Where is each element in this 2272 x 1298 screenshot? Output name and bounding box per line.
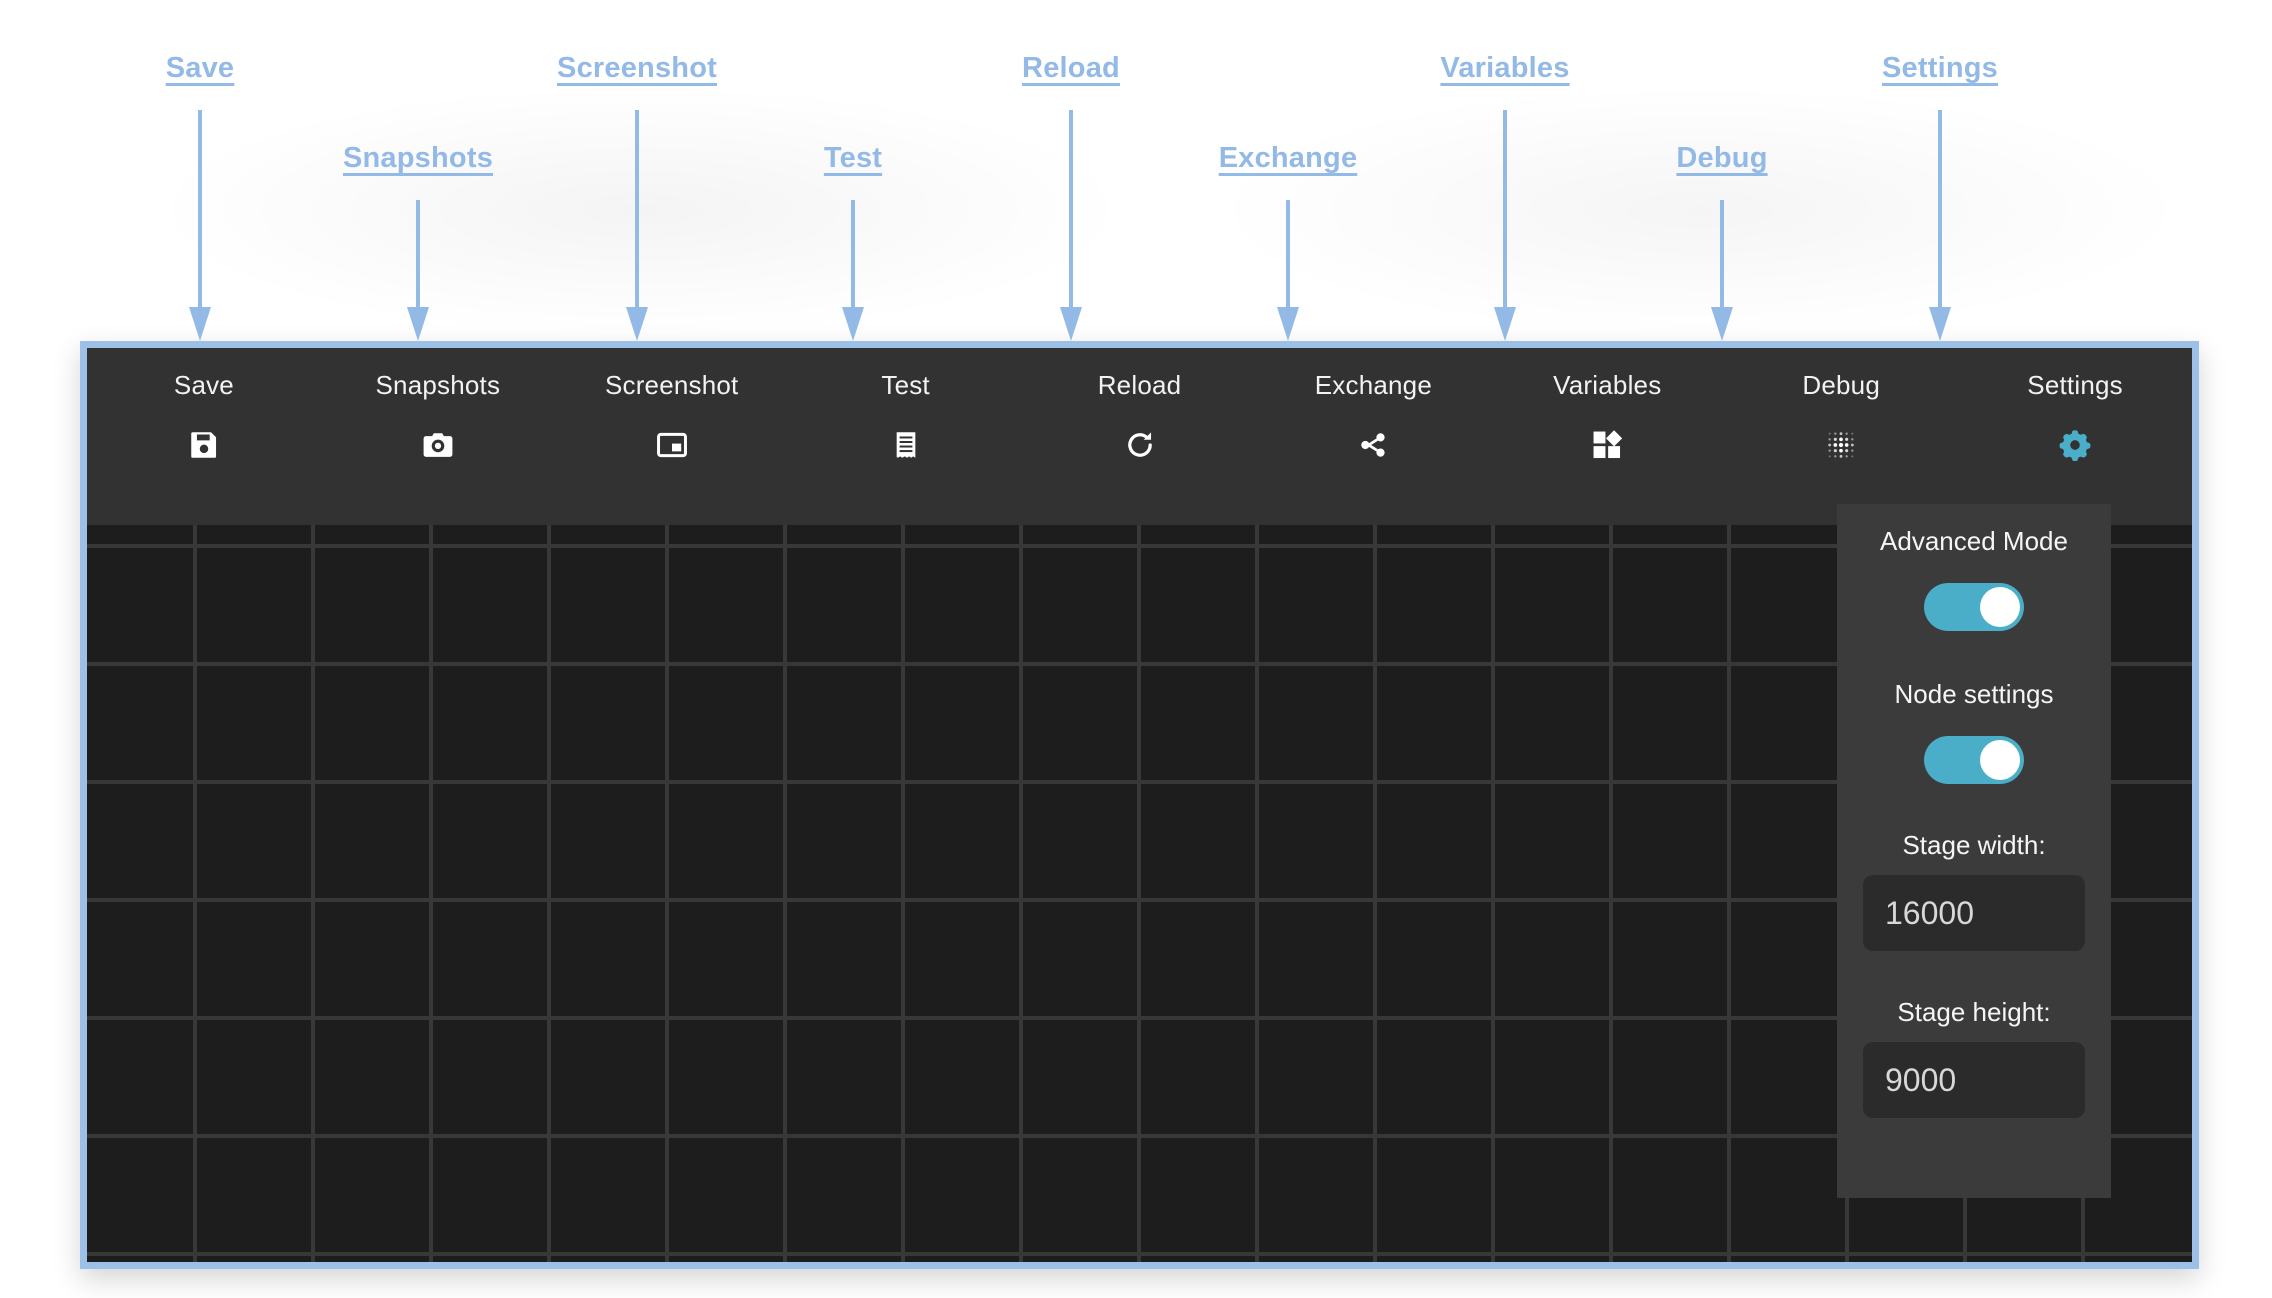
floppy-disk-icon[interactable] <box>186 427 222 463</box>
share-nodes-icon[interactable] <box>1355 427 1391 463</box>
toggle-knob <box>1980 740 2020 780</box>
annotation-label-reload: Reload <box>1022 52 1120 84</box>
toolbar-label: Reload <box>1097 370 1182 400</box>
annotation-label-exchange: Exchange <box>1218 142 1358 174</box>
annotation-label-snapshots: Snapshots <box>342 142 494 174</box>
app-window: Save Snapshots Screenshot Test Reload Exchang… <box>80 341 2199 1269</box>
annotation-label-save: Save <box>165 52 235 84</box>
annotation-label-variables: Variables <box>1440 52 1570 84</box>
annotation-label-screenshot: Screenshot <box>557 52 717 84</box>
toolbar-label: Exchange <box>1314 370 1433 400</box>
gear-icon[interactable] <box>2057 427 2093 463</box>
annotation-arrow-snapshots <box>403 200 433 341</box>
stage-width-input[interactable] <box>1863 875 2085 951</box>
annotation-label-test: Test <box>823 142 883 174</box>
toolbar-button-test[interactable]: Test <box>789 348 1023 525</box>
annotation-arrow-variables <box>1490 110 1520 341</box>
toolbar-button-settings[interactable]: Settings <box>1958 348 2192 525</box>
toolbar-button-variables[interactable]: Variables <box>1490 348 1724 525</box>
stage-width-label: Stage width: <box>1902 830 2046 860</box>
annotation-arrow-test <box>838 200 868 341</box>
toolbar-button-exchange[interactable]: Exchange <box>1256 348 1490 525</box>
annotation-label-debug: Debug <box>1676 142 1768 174</box>
node-settings-label: Node settings <box>1894 679 2054 709</box>
toolbar-label: Screenshot <box>604 370 739 400</box>
annotation-arrow-settings <box>1925 110 1955 341</box>
toolbar: Save Snapshots Screenshot Test Reload Exchang… <box>87 348 2192 525</box>
toolbar-button-screenshot[interactable]: Screenshot <box>555 348 789 525</box>
annotation-arrow-save <box>185 110 215 341</box>
annotation-arrow-exchange <box>1273 200 1303 341</box>
toolbar-button-snapshots[interactable]: Snapshots <box>321 348 555 525</box>
toolbar-button-debug[interactable]: Debug <box>1724 348 1958 525</box>
receipt-list-icon[interactable] <box>888 427 924 463</box>
toolbar-label: Test <box>881 370 930 400</box>
toolbar-label: Debug <box>1802 370 1880 400</box>
toolbar-label: Settings <box>2027 370 2123 400</box>
toolbar-button-reload[interactable]: Reload <box>1023 348 1257 525</box>
annotation-arrow-debug <box>1707 200 1737 341</box>
toolbar-button-save[interactable]: Save <box>87 348 321 525</box>
advanced-mode-label: Advanced Mode <box>1880 526 2068 556</box>
toolbar-label: Variables <box>1553 370 1662 400</box>
stage-height-input[interactable] <box>1863 1042 2085 1118</box>
screenshot-frame-icon[interactable] <box>654 427 690 463</box>
annotation-arrow-screenshot <box>622 110 652 341</box>
widgets-icon[interactable] <box>1589 427 1625 463</box>
toggle-knob <box>1980 587 2020 627</box>
annotation-arrow-reload <box>1056 110 1086 341</box>
node-settings-toggle[interactable] <box>1924 736 2024 784</box>
refresh-icon[interactable] <box>1122 427 1158 463</box>
settings-panel: Advanced Mode Node settings Stage width:… <box>1837 504 2111 1198</box>
stage-height-label: Stage height: <box>1897 997 2051 1027</box>
toolbar-label: Save <box>173 370 234 400</box>
annotation-label-settings: Settings <box>1882 52 1998 84</box>
dot-matrix-icon[interactable] <box>1823 427 1859 463</box>
toolbar-label: Snapshots <box>375 370 501 400</box>
advanced-mode-toggle[interactable] <box>1924 583 2024 631</box>
camera-icon[interactable] <box>420 427 456 463</box>
